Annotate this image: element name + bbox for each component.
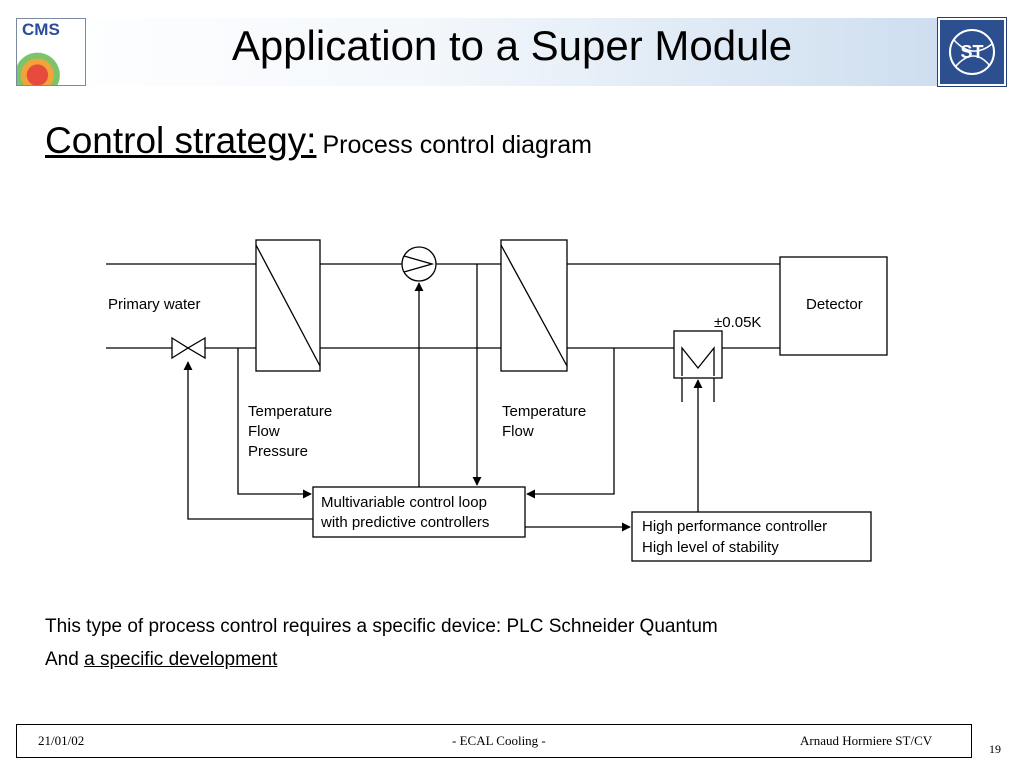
signal-line-left-sensors xyxy=(237,348,312,499)
cms-logo xyxy=(16,18,86,86)
valve-icon-right xyxy=(186,336,206,360)
cern-st-logo: ST xyxy=(937,17,1007,87)
section-subtitle: Process control diagram xyxy=(322,131,593,159)
cern-st-logo-text: ST xyxy=(960,42,983,62)
sensor-label-temperature: Temperature xyxy=(502,403,586,420)
section-title: Control strategy: xyxy=(45,120,317,161)
footer-title: - ECAL Cooling - xyxy=(452,733,546,748)
heater-box xyxy=(673,330,723,379)
body-text-line2: And a specific development xyxy=(45,649,277,671)
signal-line-right-sensors xyxy=(526,348,615,499)
cern-st-emblem: ST xyxy=(949,29,995,75)
footer-author: Arnaud Hormiere ST/CV xyxy=(800,733,933,748)
heater-element xyxy=(681,346,715,376)
detector-box xyxy=(779,256,888,356)
body-text-prefix: And xyxy=(45,649,85,670)
pump-icon xyxy=(401,246,437,282)
sensor-label-flow: Flow xyxy=(502,423,534,440)
controller-label-line1: High performance controller xyxy=(642,518,827,535)
heat-exchanger-1-diagonal xyxy=(255,244,321,367)
header-band xyxy=(16,18,1006,86)
primary-water-label: Primary water xyxy=(108,296,201,313)
page-number: 19 xyxy=(989,742,1001,756)
page-title: Application to a Super Module xyxy=(231,22,793,69)
section-heading: Control strategy:Process control diagram xyxy=(45,120,592,162)
high-performance-controller-box xyxy=(631,511,872,562)
controller-label-line2: High level of stability xyxy=(642,539,779,556)
signal-line-valve xyxy=(183,361,313,520)
multivariable-label-line2: with predictive controllers xyxy=(320,514,489,531)
valve-icon-left xyxy=(171,336,190,360)
sensor-label-temperature: Temperature xyxy=(248,403,332,420)
heat-exchanger-1 xyxy=(255,239,321,372)
footer-box xyxy=(16,724,972,758)
multivariable-label-line1: Multivariable control loop xyxy=(321,494,487,511)
heat-exchanger-2 xyxy=(500,239,568,372)
sensor-label-flow: Flow xyxy=(248,423,280,440)
detector-label: Detector xyxy=(806,296,863,313)
tolerance-label: ±0.05K xyxy=(714,314,761,331)
heat-exchanger-2-diagonal xyxy=(500,244,568,367)
body-text-line1: This type of process control requires a … xyxy=(45,616,718,637)
cms-logo-text: CMS xyxy=(22,20,60,39)
pump-triangle xyxy=(403,255,435,273)
specific-development-link[interactable]: a specific development xyxy=(84,649,278,670)
footer-date: 21/01/02 xyxy=(38,733,85,748)
sensor-label-pressure: Pressure xyxy=(248,443,308,460)
